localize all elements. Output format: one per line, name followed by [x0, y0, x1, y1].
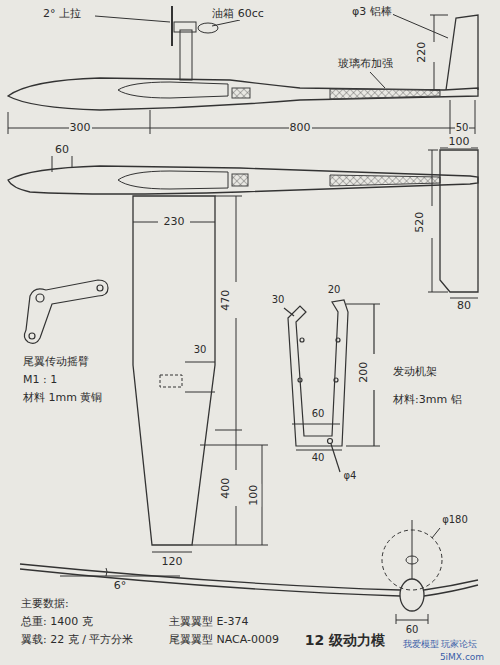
note: 油箱 60cc: [211, 8, 265, 21]
rocker-arm: [24, 280, 108, 343]
note: 2° 上拉: [42, 8, 82, 21]
dimension: 100: [448, 136, 471, 149]
note: 材料 1mm 黄铜: [22, 392, 103, 405]
dimension: 200: [358, 360, 371, 383]
note: 尾翼翼型 NACA-0009: [168, 634, 280, 647]
dimension: 520: [414, 210, 427, 233]
note: 主要数据:: [20, 598, 70, 611]
note: 发动机架: [392, 366, 438, 379]
dimension: φ4: [343, 470, 358, 482]
engine-mount: [284, 300, 380, 472]
dimension: 470: [220, 288, 233, 311]
note: 主翼翼型 E-374: [168, 616, 249, 629]
note: 尾翼传动摇臂: [22, 356, 90, 369]
dimension: φ180: [441, 514, 469, 526]
note: 翼载: 22 克 / 平方分米: [20, 634, 134, 647]
note: 总重: 1400 克: [20, 616, 94, 629]
dimension: 60: [405, 624, 420, 636]
dimension: 800: [289, 122, 312, 135]
dimension: 30: [271, 294, 286, 306]
front-view: [20, 520, 478, 624]
dimension: 220: [416, 40, 429, 63]
note: 我爱模型 玩家论坛: [402, 639, 479, 649]
dimension: 300: [69, 122, 92, 135]
note: 玻璃布加强: [337, 58, 394, 71]
dimension: 6°: [113, 580, 128, 593]
dimension: 60: [311, 408, 326, 420]
note: φ3 铝棒: [351, 6, 393, 19]
dimension: 20: [327, 284, 342, 296]
note: 材料:3mm 铝: [392, 394, 463, 407]
dimension: 30: [193, 344, 208, 356]
dimension: 80: [456, 300, 472, 313]
note: 5iMX.com: [439, 652, 485, 662]
dimension: 400: [220, 476, 233, 499]
dimension: 230: [163, 216, 186, 229]
dimension: 50: [455, 122, 470, 134]
dimension: 60: [54, 144, 70, 157]
sheet-title: 12 级动力模: [304, 632, 386, 648]
dimension: 40: [311, 452, 326, 464]
dimension: 120: [161, 556, 184, 569]
side-view: [8, 6, 478, 134]
note: M1 : 1: [22, 374, 58, 387]
top-view: [8, 148, 478, 552]
dimension: 100: [248, 483, 261, 506]
